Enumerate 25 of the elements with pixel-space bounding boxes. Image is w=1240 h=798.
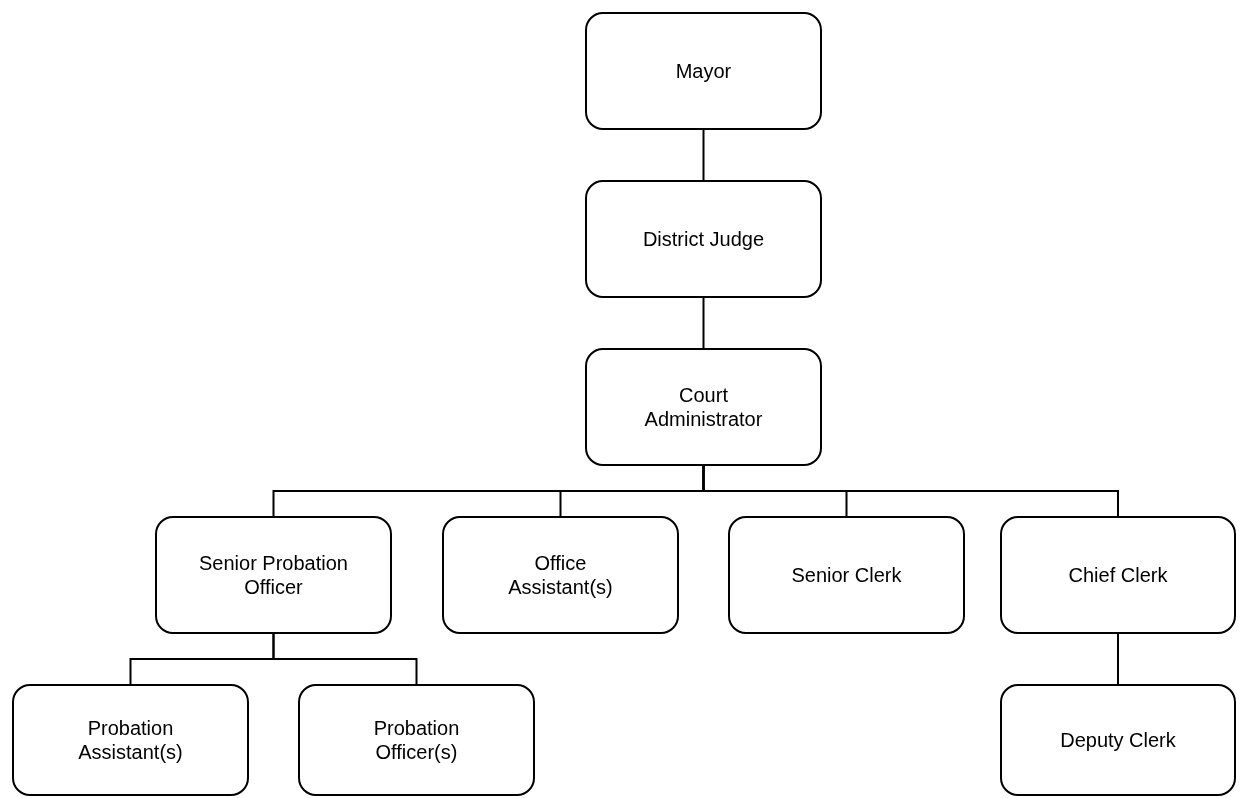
role-title: Chief Clerk <box>1067 563 1169 587</box>
role-title: District Judge <box>641 227 766 251</box>
role-title: Mayor <box>674 59 733 83</box>
role-box <box>155 516 392 634</box>
role-box <box>585 180 822 298</box>
role-box <box>585 348 822 466</box>
role-box <box>1000 684 1236 796</box>
role-box <box>12 684 249 796</box>
role-title: Office Assistant(s) <box>507 551 614 599</box>
role-box <box>442 516 679 634</box>
connector-line <box>702 465 1119 517</box>
role-box <box>585 12 822 130</box>
role-title: Probation Assistant(s) <box>77 716 184 764</box>
connector-line <box>1117 633 1119 685</box>
role-box <box>298 684 535 796</box>
role-box <box>1000 516 1236 634</box>
role-box <box>728 516 965 634</box>
connector-line <box>702 129 705 181</box>
role-title: Court Administrator <box>643 383 764 431</box>
connector-line <box>702 297 705 349</box>
role-title: Senior Probation Officer <box>198 551 349 599</box>
role-title: Deputy Clerk <box>1059 728 1177 752</box>
connector-line <box>272 633 418 685</box>
role-title: Probation Officer(s) <box>372 716 461 764</box>
role-title: Senior Clerk <box>790 563 903 587</box>
